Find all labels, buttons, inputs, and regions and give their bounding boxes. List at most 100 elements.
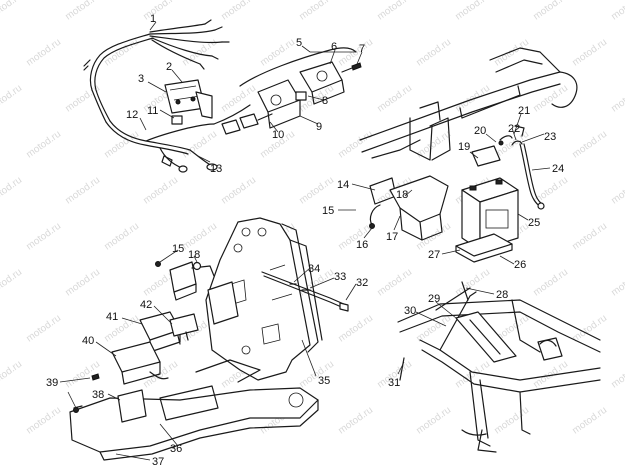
watermark-text: motod.ru [0, 359, 24, 391]
callout-30: 30 [404, 305, 416, 317]
watermark-text: motod.ru [570, 221, 609, 253]
regulator-bracket [164, 79, 213, 125]
watermark-text: motod.ru [102, 37, 141, 69]
callout-28: 28 [496, 289, 508, 301]
watermark-text: motod.ru [414, 37, 453, 69]
watermark-text: motod.ru [453, 0, 492, 22]
watermark-text: motod.ru [609, 175, 625, 207]
callout-27: 27 [428, 249, 440, 261]
callout-numbers: 1 2 3 5 6 7 8 9 10 11 12 13 14 15 16 17 … [46, 13, 564, 468]
callout-41: 41 [106, 311, 118, 323]
watermark-text: motod.ru [336, 37, 375, 69]
watermark-text: motod.ru [375, 267, 414, 299]
watermark-text: motod.ru [63, 83, 102, 115]
watermark-text: motod.ru [336, 313, 375, 345]
watermark-text: motod.ru [102, 129, 141, 161]
watermark-text: motod.ru [531, 175, 570, 207]
watermark-text: motod.ru [609, 267, 625, 299]
watermark-text: motod.ru [609, 359, 625, 391]
rear-frame-upper [359, 47, 578, 241]
mounting-plate [205, 217, 349, 381]
callout-11: 11 [147, 105, 158, 117]
callout-38: 38 [92, 389, 104, 401]
callout-18b: 18 [188, 249, 200, 261]
switch-housing [257, 61, 362, 129]
callout-21: 21 [518, 105, 530, 117]
callout-32: 32 [356, 277, 368, 289]
watermark-text: motod.ru [336, 405, 375, 437]
watermark-text: motod.ru [570, 129, 609, 161]
starter-relay [155, 261, 215, 301]
watermark-text: motod.ru [375, 83, 414, 115]
callout-25: 25 [528, 217, 540, 229]
callout-23: 23 [544, 131, 556, 143]
callout-7: 7 [359, 43, 365, 55]
watermark-text: motod.ru [102, 221, 141, 253]
lower-frame [69, 359, 319, 461]
callout-37: 37 [152, 456, 164, 468]
callout-13: 13 [210, 163, 222, 175]
callout-35: 35 [318, 375, 330, 387]
watermark-text: motod.ru [0, 267, 24, 299]
watermark-text: motod.ru [297, 175, 336, 207]
battery-cables [471, 125, 545, 210]
callout-3: 3 [138, 73, 144, 85]
watermark-text: motod.ru [531, 267, 570, 299]
callout-40: 40 [82, 335, 94, 347]
rear-frame-lower [397, 281, 601, 453]
callout-34: 34 [308, 263, 320, 275]
callout-6: 6 [331, 41, 337, 53]
watermark-text: motod.ru [219, 0, 258, 22]
watermark-text: motod.ru [180, 221, 219, 253]
callout-24: 24 [552, 163, 564, 175]
battery [455, 177, 519, 263]
callout-2: 2 [166, 61, 172, 73]
watermark-text: motod.ru [297, 0, 336, 22]
watermark-text: motod.ru [24, 221, 63, 253]
callout-16: 16 [356, 239, 368, 251]
callout-20: 20 [474, 125, 486, 137]
watermark-text: motod.ru [0, 175, 24, 207]
watermark-text: motod.ru [0, 0, 24, 22]
callout-15b: 15 [172, 243, 184, 255]
callout-42: 42 [140, 299, 152, 311]
callout-33: 33 [334, 271, 346, 283]
watermark-text: motod.ru [63, 175, 102, 207]
callout-5: 5 [296, 37, 302, 49]
callout-22: 22 [508, 123, 520, 135]
watermark-text: motod.ru [531, 0, 570, 22]
cdi-module [111, 311, 199, 385]
callout-36: 36 [170, 443, 182, 455]
watermark-text: motod.ru [297, 359, 336, 391]
watermark-text: motod.ru [219, 83, 258, 115]
watermark-text: motod.ru [141, 175, 180, 207]
callout-9: 9 [316, 121, 322, 133]
watermark-text: motod.ru [258, 37, 297, 69]
watermark-text: motod.ru [24, 129, 63, 161]
watermark-text: motod.ru [336, 129, 375, 161]
harness-connectors [221, 113, 273, 135]
callout-39: 39 [46, 377, 58, 389]
callout-15: 15 [322, 205, 334, 217]
watermark-text: motod.ru [24, 37, 63, 69]
watermark-text: motod.ru [570, 37, 609, 69]
watermark-text: motod.ru [141, 0, 180, 22]
callout-10: 10 [272, 129, 284, 141]
callout-12: 12 [126, 109, 138, 121]
watermark-text: motod.ru [180, 129, 219, 161]
watermark-text: motod.ru [609, 83, 625, 115]
watermark-text: motod.ru [24, 405, 63, 437]
watermark-text: motod.ru [0, 83, 24, 115]
leader-lines [59, 21, 551, 461]
callout-1: 1 [150, 13, 156, 25]
callout-31: 31 [388, 377, 400, 389]
callout-29: 29 [428, 293, 440, 305]
watermark-text: motod.ru [63, 0, 102, 22]
callout-26: 26 [514, 259, 526, 271]
watermark-text: motod.ru [63, 267, 102, 299]
watermark-text: motod.ru [375, 0, 414, 22]
wiring-harness [83, 19, 357, 173]
callout-18: 18 [396, 189, 408, 201]
watermark-text: motod.ru [414, 405, 453, 437]
